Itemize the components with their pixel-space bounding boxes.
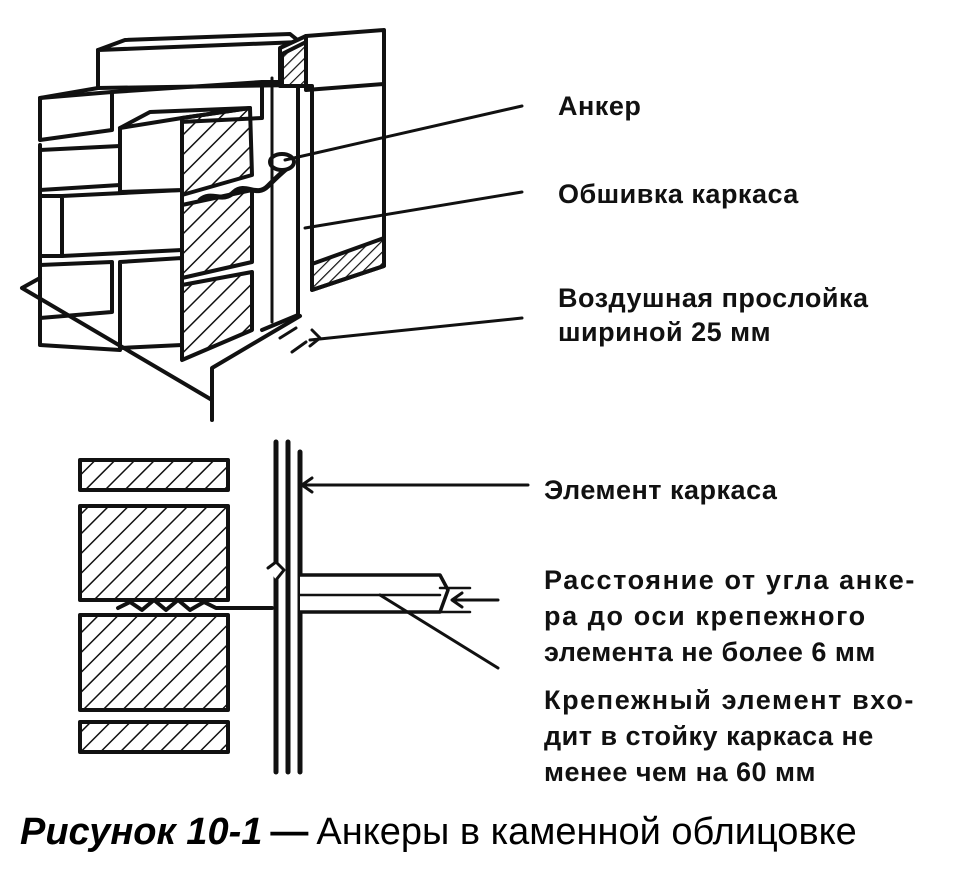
section-anchor — [116, 598, 274, 612]
label-frame-element: Элемент каркаса — [544, 475, 778, 505]
label-anchor: Анкер — [558, 91, 642, 121]
stud-end-grain-top — [280, 40, 308, 88]
section-view — [78, 439, 530, 775]
air-gap-arrows — [278, 326, 308, 354]
caption-dash: — — [270, 811, 309, 853]
label-frame-sheathing: Обшивка каркаса — [558, 179, 799, 209]
label-fastener-line-2: дит в стойку каркаса не — [544, 721, 874, 751]
corner-brick-bottom-end — [180, 270, 254, 362]
figure-caption: Рисунок 10-1—Анкеры в каменной облицовке — [20, 808, 857, 856]
brick-row-4 — [38, 260, 114, 320]
label-air-gap-line-1: Воздушная прослойка — [558, 283, 869, 313]
caption-text: Анкеры в каменной облицовке — [316, 811, 857, 853]
section-fastener — [298, 573, 450, 614]
anchor-tie — [197, 163, 293, 203]
label-distance-line-3: элемента не более 6 мм — [544, 637, 876, 667]
stud-end-grain-bottom — [310, 236, 386, 292]
brick-row-4b — [118, 256, 184, 350]
leader-anchor — [283, 104, 524, 162]
corner-brick-top-end — [180, 106, 254, 197]
label-distance-line-1: Расстояние от угла анке- — [544, 565, 916, 595]
leader-air-gap — [308, 316, 524, 342]
leader-fastener — [378, 593, 500, 670]
label-fastener-line-3: менее чем на 60 мм — [544, 757, 816, 787]
section-brick-1 — [78, 458, 230, 492]
label-distance-line-2: ра до оси крепежного — [544, 601, 867, 631]
label-fastener-line-1: Крепежный элемент вхо- — [544, 685, 915, 715]
leader-sheathing — [303, 190, 524, 230]
upper-brick-rows — [38, 90, 114, 142]
figure-number: Рисунок 10-1 — [20, 811, 263, 853]
brick-row-2 — [38, 144, 122, 192]
label-air-gap-line-2: шириной 25 мм — [558, 317, 772, 347]
base-flashing — [20, 276, 302, 402]
corner-brick-top — [118, 116, 184, 194]
section-brick-3 — [78, 613, 230, 712]
section-brick-2 — [78, 504, 230, 602]
section-brick-4 — [78, 720, 230, 754]
corner-brick-middle-end — [180, 188, 254, 280]
sheathing-board — [260, 80, 300, 332]
brick-row-3 — [60, 188, 184, 258]
isometric-wall-view — [20, 28, 524, 422]
